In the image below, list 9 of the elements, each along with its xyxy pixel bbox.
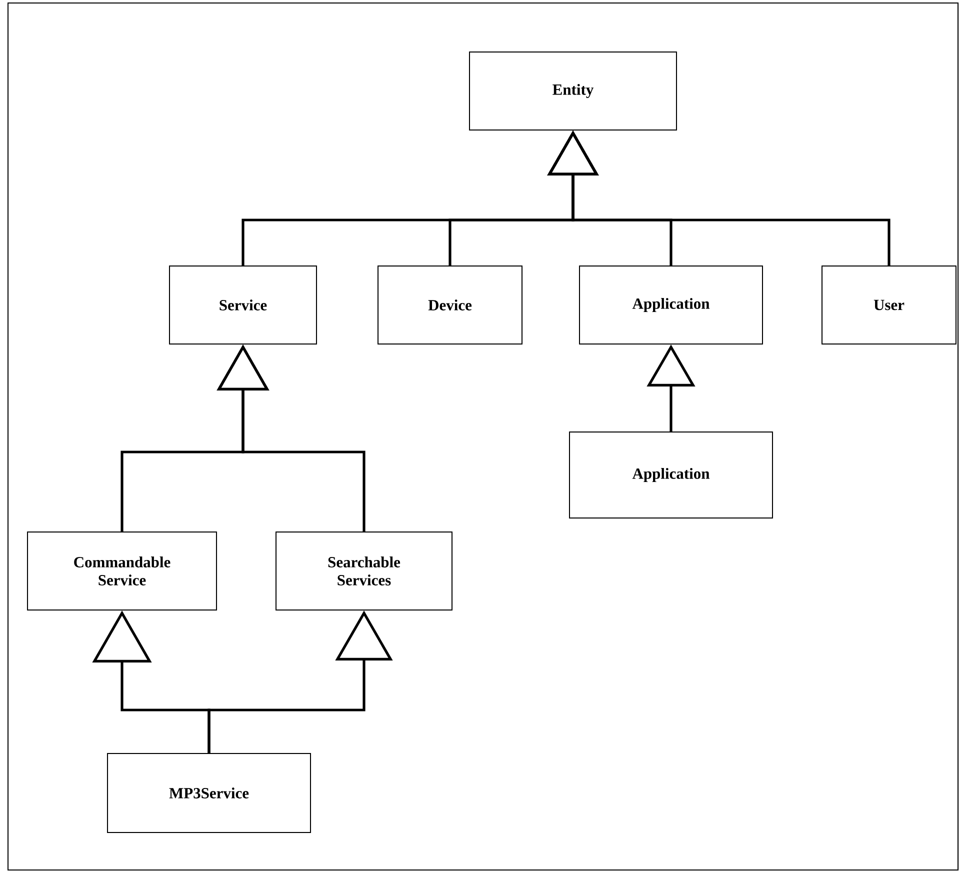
- class-box: Service: [169, 266, 317, 344]
- class-box: Searchable Services: [276, 532, 452, 610]
- class-box: Commandable Service: [27, 532, 217, 610]
- class-box: Application: [579, 266, 763, 344]
- class-box: MP3Service: [107, 753, 311, 833]
- class-box: User: [822, 266, 956, 344]
- class-box: Entity: [469, 52, 677, 130]
- class-box: Application: [569, 432, 773, 518]
- class-box: Device: [378, 266, 522, 344]
